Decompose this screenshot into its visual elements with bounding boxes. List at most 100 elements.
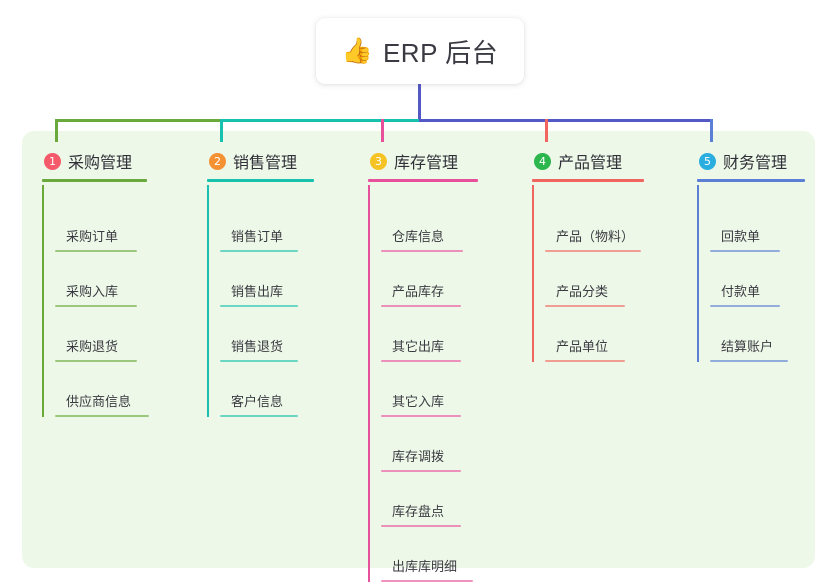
- leaf-node[interactable]: 供应商信息: [42, 362, 149, 417]
- leaf-node[interactable]: 回款单: [697, 185, 805, 252]
- leaf-spine: [368, 417, 370, 472]
- branch-underline-2: [207, 179, 314, 182]
- branch-badge-4: 4: [534, 152, 551, 170]
- leaf-node[interactable]: 销售出库: [207, 252, 314, 307]
- leaf-underline: [220, 305, 298, 307]
- connector-drop-5: [710, 119, 713, 142]
- leaf-node[interactable]: 产品（物料）: [532, 185, 644, 252]
- leaf-spine: [532, 307, 534, 362]
- leaf-spine: [207, 185, 209, 252]
- branch-underline-5: [697, 179, 805, 182]
- leaf-underline: [381, 250, 463, 252]
- leaf-node[interactable]: 出库库明细: [368, 527, 478, 582]
- branch-items-5: 回款单付款单结算账户: [697, 185, 805, 362]
- leaf-node[interactable]: 销售订单: [207, 185, 314, 252]
- leaf-node[interactable]: 仓库信息: [368, 185, 478, 252]
- leaf-node[interactable]: 采购入库: [42, 252, 147, 307]
- branch-items-2: 销售订单销售出库销售退货客户信息: [207, 185, 314, 417]
- leaf-label: 产品库存: [392, 284, 445, 299]
- leaf-underline: [220, 415, 298, 417]
- leaf-underline: [545, 360, 625, 362]
- leaf-label: 库存调拨: [392, 449, 445, 464]
- leaf-node[interactable]: 库存盘点: [368, 472, 478, 527]
- branch-badge-2: 2: [209, 152, 226, 170]
- leaf-label: 采购退货: [66, 339, 119, 354]
- branch-underline-4: [532, 179, 644, 182]
- leaf-node[interactable]: 产品分类: [532, 252, 644, 307]
- connector-drop-1: [55, 119, 58, 142]
- leaf-spine: [368, 252, 370, 307]
- leaf-underline: [381, 580, 473, 582]
- branch-column-3: 3 库存管理仓库信息产品库存其它出库其它入库库存调拨库存盘点出库库明细: [368, 150, 478, 582]
- branch-badge-1: 1: [44, 152, 61, 170]
- leaf-spine: [697, 307, 699, 362]
- leaf-node[interactable]: 产品单位: [532, 307, 644, 362]
- leaf-node[interactable]: 采购退货: [42, 307, 147, 362]
- leaf-spine: [368, 472, 370, 527]
- leaf-label: 出库库明细: [392, 559, 458, 574]
- connector-bus-segment-3: [419, 119, 713, 122]
- root-node-erp-backend[interactable]: 👍 ERP 后台: [316, 18, 524, 84]
- leaf-label: 仓库信息: [392, 229, 445, 244]
- leaf-spine: [697, 252, 699, 307]
- connector-bus-segment-2: [221, 119, 419, 122]
- leaf-spine: [368, 307, 370, 362]
- leaf-label: 库存盘点: [392, 504, 445, 519]
- leaf-spine: [368, 527, 370, 582]
- leaf-label: 采购入库: [66, 284, 119, 299]
- leaf-underline: [55, 360, 137, 362]
- leaf-node[interactable]: 结算账户: [697, 307, 805, 362]
- connector-trunk: [418, 84, 421, 122]
- leaf-spine: [42, 362, 44, 417]
- leaf-node[interactable]: 客户信息: [207, 362, 314, 417]
- leaf-spine: [207, 362, 209, 417]
- leaf-label: 产品（物料）: [556, 229, 635, 244]
- leaf-label: 产品单位: [556, 339, 609, 354]
- leaf-spine: [697, 185, 699, 252]
- leaf-node[interactable]: 采购订单: [42, 185, 147, 252]
- leaf-spine: [42, 185, 44, 252]
- leaf-node[interactable]: 其它出库: [368, 307, 478, 362]
- leaf-label: 销售出库: [231, 284, 284, 299]
- leaf-underline: [220, 360, 298, 362]
- branch-column-5: 5 财务管理回款单付款单结算账户: [697, 150, 805, 362]
- leaf-label: 销售订单: [231, 229, 284, 244]
- leaf-spine: [532, 185, 534, 252]
- branch-title-5: 财务管理: [723, 155, 788, 172]
- leaf-node[interactable]: 其它入库: [368, 362, 478, 417]
- leaf-node[interactable]: 库存调拨: [368, 417, 478, 472]
- branch-header-5[interactable]: 5 财务管理: [697, 150, 805, 172]
- leaf-node[interactable]: 付款单: [697, 252, 805, 307]
- leaf-underline: [55, 250, 137, 252]
- branch-badge-3: 3: [370, 152, 387, 170]
- branch-title-3: 库存管理: [394, 155, 459, 172]
- leaf-spine: [207, 252, 209, 307]
- leaf-underline: [381, 360, 461, 362]
- branch-header-3[interactable]: 3 库存管理: [368, 150, 478, 172]
- leaf-underline: [545, 250, 641, 252]
- leaf-spine: [42, 307, 44, 362]
- leaf-underline: [55, 305, 137, 307]
- diagram-panel: [22, 131, 815, 568]
- connector-drop-3: [381, 119, 384, 142]
- branch-underline-3: [368, 179, 478, 182]
- leaf-label: 产品分类: [556, 284, 609, 299]
- leaf-label: 供应商信息: [66, 394, 132, 409]
- leaf-underline: [55, 415, 149, 417]
- leaf-node[interactable]: 销售退货: [207, 307, 314, 362]
- leaf-node[interactable]: 产品库存: [368, 252, 478, 307]
- leaf-underline: [220, 250, 298, 252]
- leaf-label: 采购订单: [66, 229, 119, 244]
- connector-drop-2: [220, 119, 223, 142]
- leaf-label: 付款单: [721, 284, 761, 299]
- leaf-label: 结算账户: [721, 339, 774, 354]
- leaf-label: 回款单: [721, 229, 761, 244]
- branch-badge-5: 5: [699, 152, 716, 170]
